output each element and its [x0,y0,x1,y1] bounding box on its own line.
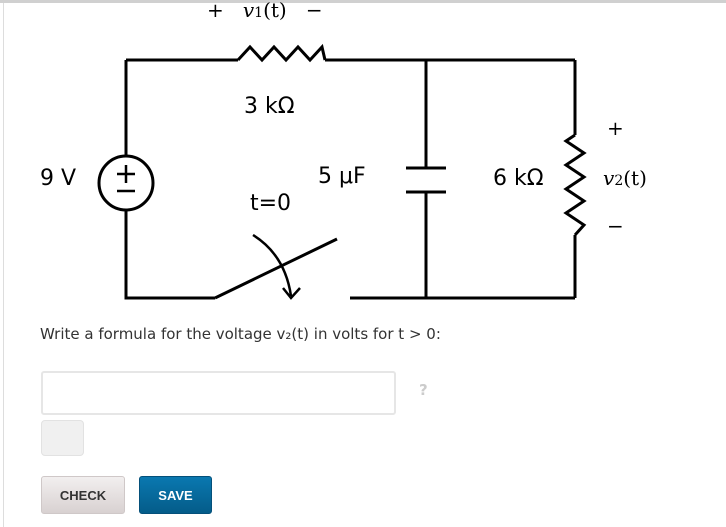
switch-arrow [252,233,301,300]
resistor-3k [236,43,327,63]
question-prompt: Write a formula for the voltage v₂(t) in… [40,325,441,343]
capacitor [406,60,446,298]
left-wire [124,60,215,300]
v2-minus: − [607,214,624,238]
answer-preview [41,420,84,456]
left-border [3,3,4,527]
v1-label: + v1(t) − [207,0,323,22]
answer-input[interactable] [41,371,396,415]
source-label: 9 V [40,166,77,191]
r1-label: 3 kΩ [244,94,295,119]
top-border [0,0,726,3]
v2-label: v2(t) [603,166,647,190]
r2-label: 6 kΩ [493,166,544,191]
v2-plus: + [607,116,624,140]
check-button[interactable]: CHECK [41,476,125,514]
help-icon[interactable]: ? [419,381,428,399]
resistor-6k [563,133,587,237]
switch-blade [214,237,338,300]
switch-label: t=0 [250,191,292,216]
cap-label: 5 μF [318,164,366,189]
voltage-source [97,154,155,212]
circuit-diagram [97,43,587,300]
save-button[interactable]: SAVE [139,476,212,514]
source-plus-icon [117,165,135,183]
